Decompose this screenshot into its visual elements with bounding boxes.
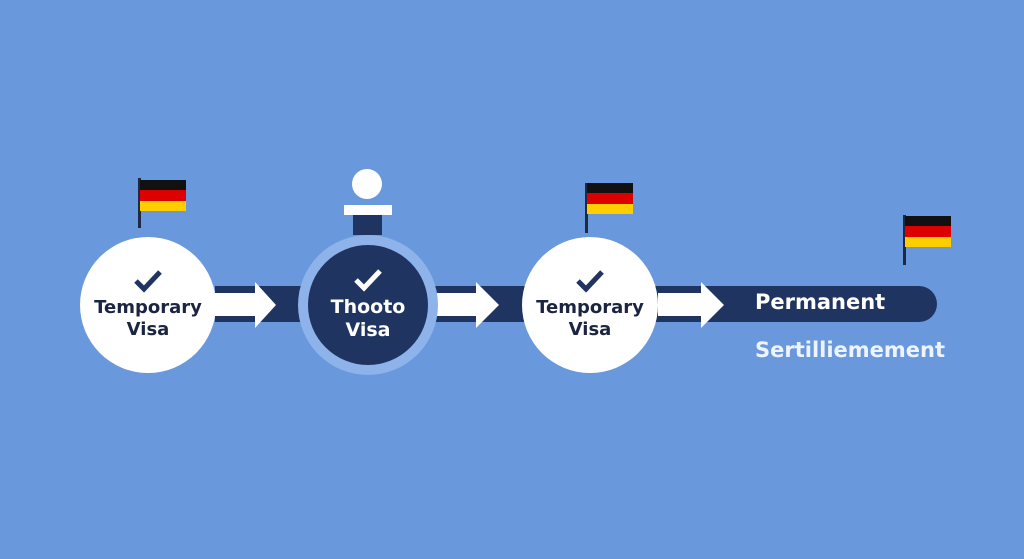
germany-flag-icon	[905, 216, 951, 248]
step-label: Temporary	[536, 297, 644, 318]
step-label: Visa	[568, 319, 612, 340]
step-label: Visa	[126, 319, 170, 340]
pin-stem	[353, 215, 382, 235]
step-2-ring: Thooto Visa	[298, 235, 438, 375]
flag-pole	[585, 183, 588, 233]
step-2-thooto-visa: Thooto Visa	[308, 245, 428, 365]
step-label: Temporary	[94, 297, 202, 318]
step-label: Thooto	[330, 296, 406, 318]
final-step-title: Permanent	[755, 290, 886, 314]
arrow-right-icon	[215, 282, 276, 328]
arrow-right-icon	[437, 282, 499, 328]
flag-pole	[903, 215, 906, 265]
germany-flag-icon	[140, 180, 186, 212]
flag-pole	[138, 178, 141, 228]
check-icon	[354, 269, 382, 292]
step-1-temporary-visa: Temporary Visa	[80, 237, 216, 373]
final-step-subtitle: Sertilliemement	[755, 338, 946, 362]
pin-base	[344, 205, 392, 215]
pin-icon	[352, 169, 382, 199]
arrow-right-icon	[658, 282, 724, 328]
germany-flag-icon	[587, 183, 633, 215]
step-label: Visa	[345, 319, 391, 341]
step-3-temporary-visa: Temporary Visa	[522, 237, 658, 373]
check-icon	[134, 270, 162, 293]
check-icon	[576, 270, 604, 293]
